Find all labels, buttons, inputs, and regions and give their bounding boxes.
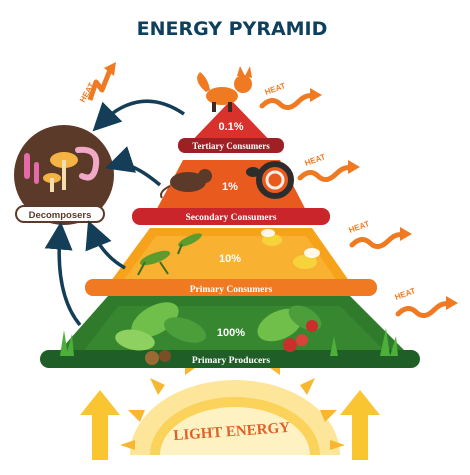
decomposers-circle	[14, 125, 114, 225]
grass-decoration	[60, 328, 398, 356]
heat-arrow-lower-right-icon	[349, 227, 412, 249]
light-arrow-right-icon	[340, 390, 380, 460]
heat-arrow-top-right-icon	[259, 88, 322, 110]
snake-icon	[246, 161, 294, 199]
oak-leaves-icon	[115, 302, 207, 365]
heat-label-mid-right: HEAT	[304, 152, 327, 168]
secondary-consumers-label: Secondary Consumers	[185, 213, 276, 223]
producers-percent: 100%	[217, 327, 245, 339]
primary-consumers-level	[85, 228, 377, 296]
berry-bush-icon	[257, 305, 322, 352]
heat-label-top-right: HEAT	[264, 81, 287, 97]
heat-arrow-bottom-right-icon	[395, 296, 458, 318]
grasshopper-icon	[137, 233, 202, 276]
primary-consumers-label: Primary Consumers	[190, 285, 273, 295]
heat-label-lower-right: HEAT	[348, 219, 371, 235]
heat-arrow-left-icon	[87, 62, 116, 101]
primary-consumers-percent: 10%	[219, 253, 241, 265]
sun-graphic	[120, 347, 345, 455]
tertiary-consumers-level	[178, 100, 284, 153]
tertiary-consumers-label: Tertiary Consumers	[192, 141, 270, 151]
light-arrow-left-icon	[80, 390, 120, 460]
fox-icon	[197, 66, 252, 112]
decomposer-flow-arrows	[44, 99, 185, 327]
page-title: ENERGY PYRAMID	[137, 18, 328, 40]
bee-icon	[261, 229, 320, 269]
producers-label: Primary Producers	[192, 356, 270, 366]
heat-label-bottom-right: HEAT	[394, 286, 417, 302]
secondary-consumers-percent: 1%	[222, 181, 238, 193]
heat-arrow-mid-right-icon	[297, 160, 360, 182]
tertiary-consumers-percent: 0.1%	[218, 121, 243, 133]
decomposers-label: Decomposers	[29, 210, 92, 221]
rat-icon	[160, 169, 212, 199]
